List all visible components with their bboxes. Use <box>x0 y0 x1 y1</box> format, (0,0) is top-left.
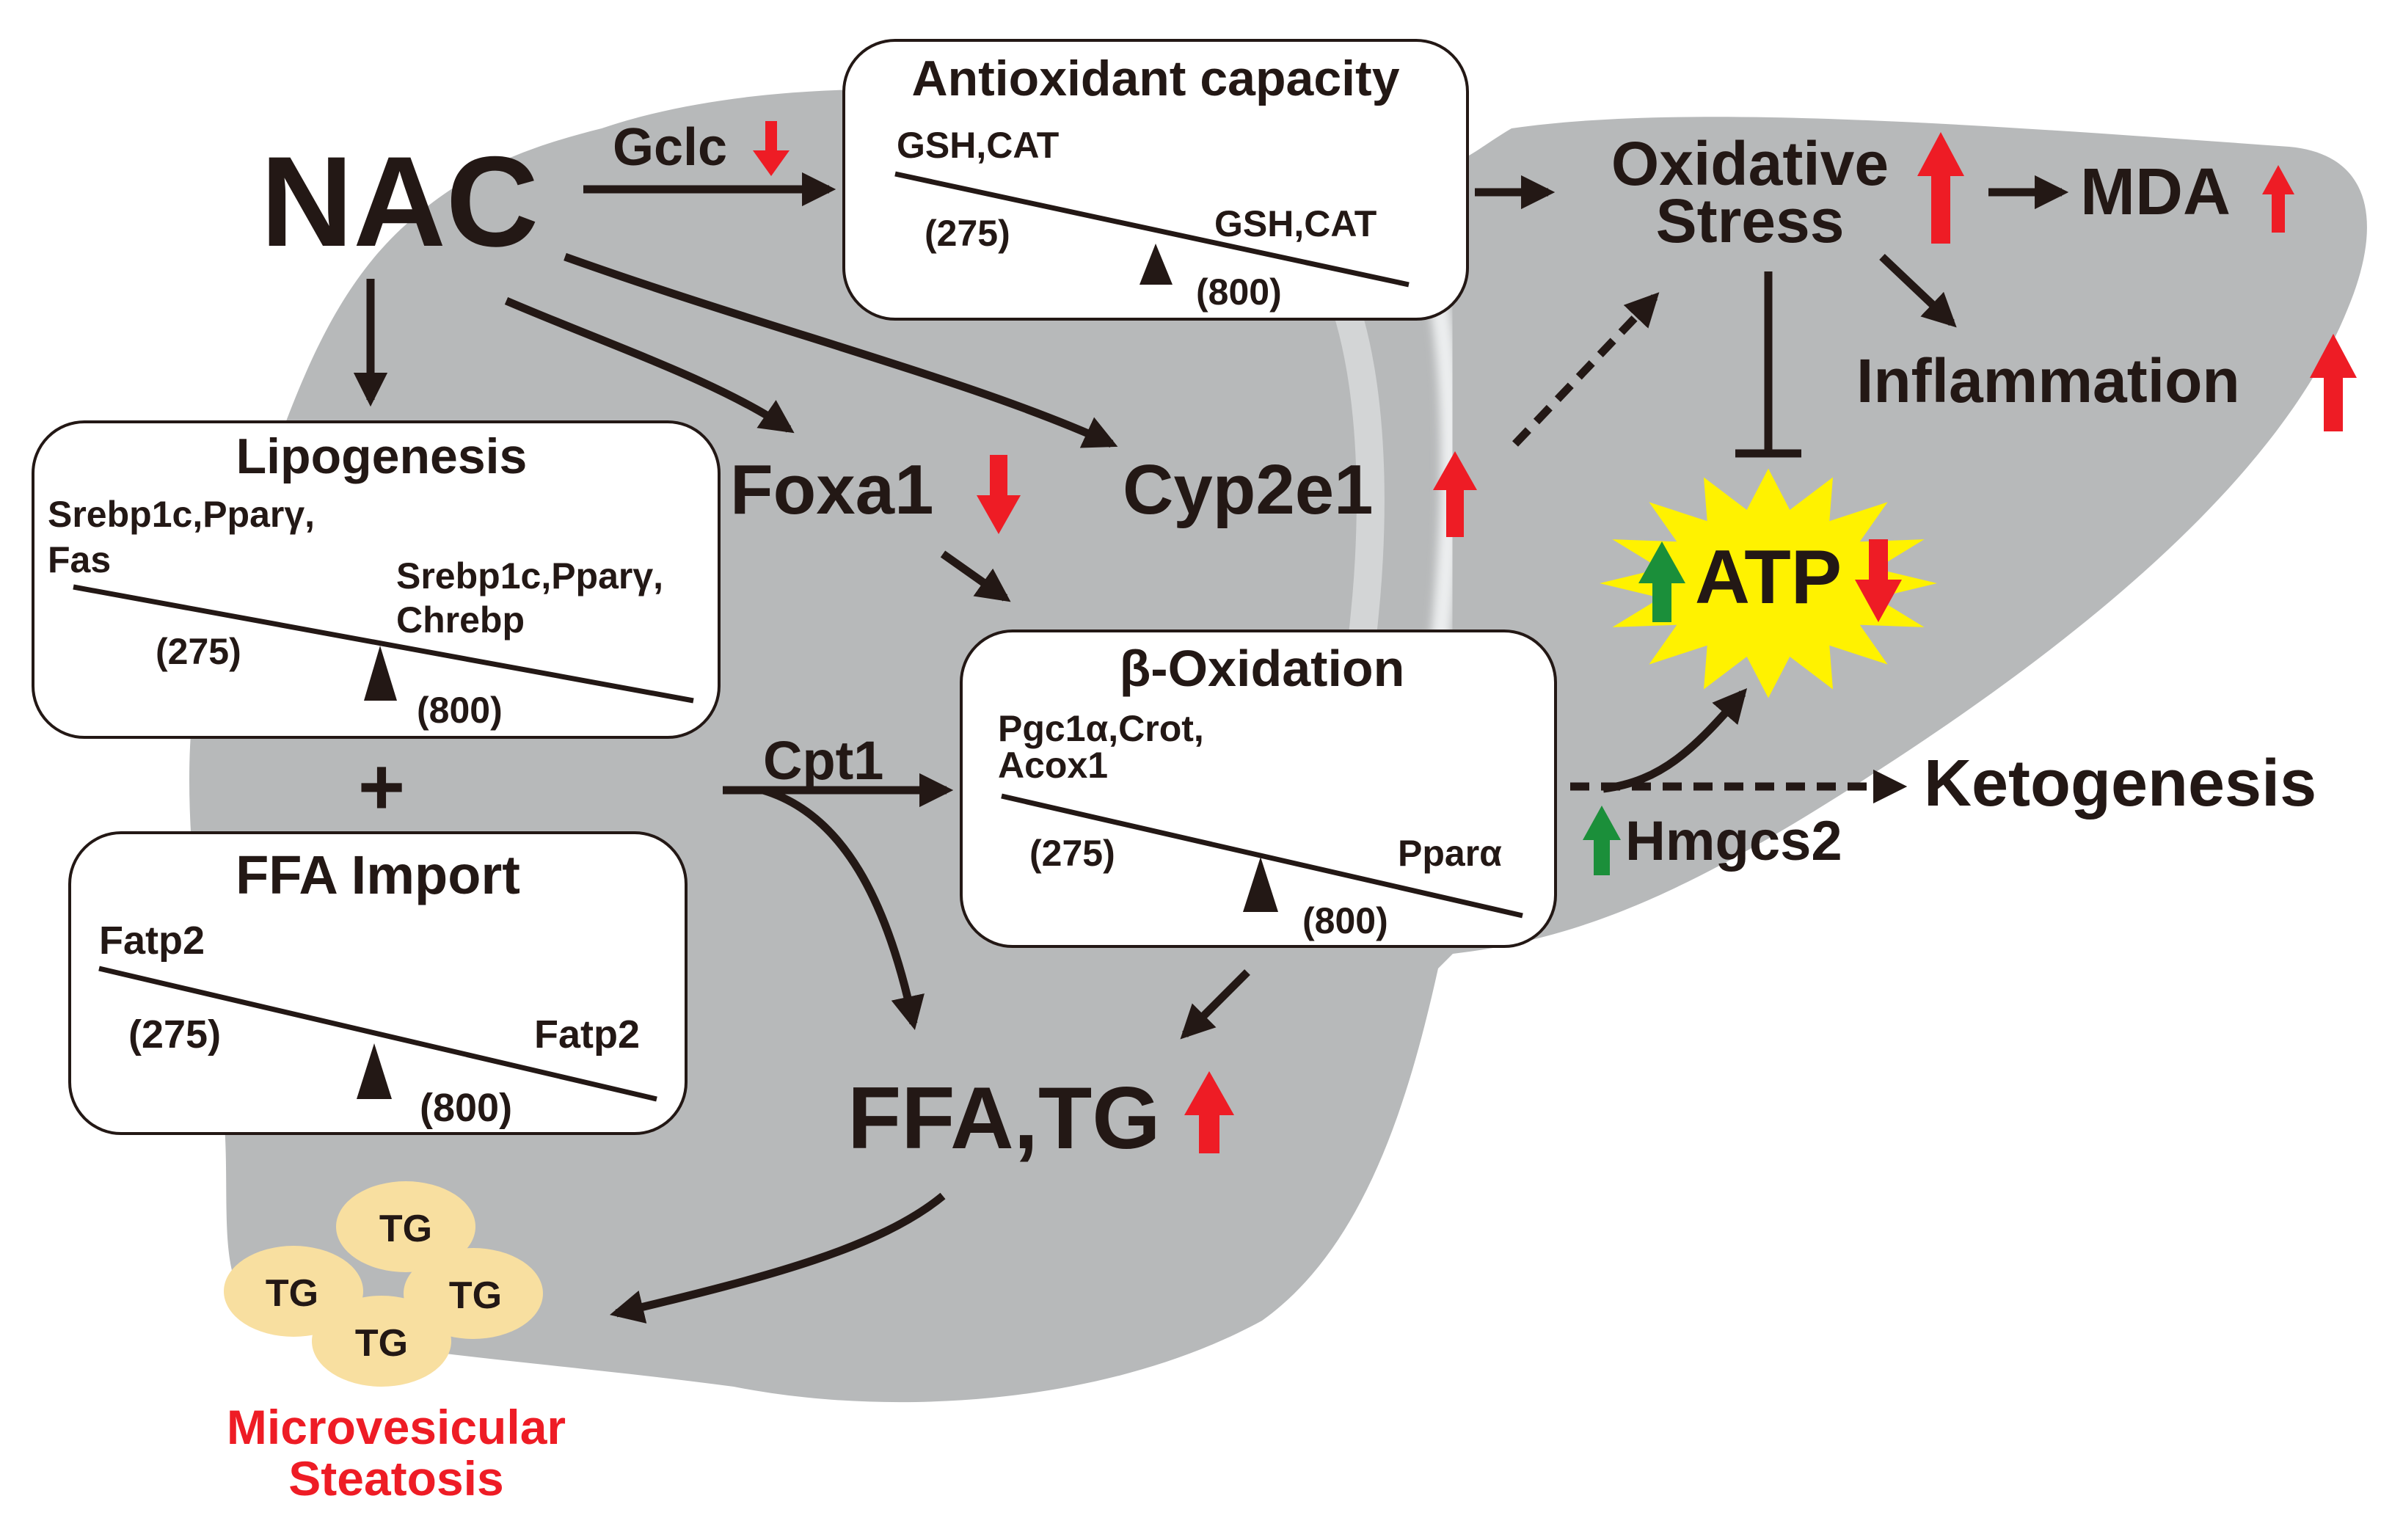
beta-oxidation-left-genes-2: Acox1 <box>998 745 1108 786</box>
ffa-import-fulcrum <box>357 1043 392 1099</box>
oxidative-stress-line1: Oxidative <box>1611 129 1889 198</box>
arrow-ffa-to-steatosis <box>610 1192 946 1324</box>
tg-label-right: TG <box>449 1274 502 1317</box>
hmgcs2-label: Hmgcs2 <box>1625 810 1842 872</box>
cyp2e1-up-arrow <box>1433 451 1477 537</box>
lipogenesis-right-genes-2: Chrebp <box>396 599 525 641</box>
antioxidant-left-genes: GSH,CAT <box>897 125 1059 166</box>
arrow-stress-to-inflammation <box>1879 254 1957 328</box>
antioxidant-dose-800: (800) <box>1196 271 1282 313</box>
tg-label-left: TG <box>266 1272 318 1315</box>
inflammation-label: Inflammation <box>1856 346 2240 415</box>
antioxidant-title: Antioxidant capacity <box>911 51 1399 106</box>
arrow-cpt1-to-ffa <box>762 786 925 1031</box>
arrow-nac-to-foxa1 <box>504 296 795 434</box>
connectors <box>353 172 2069 1324</box>
atp-burst: ATP <box>1600 468 1937 698</box>
tg-droplet-cluster: TG TG TG TG <box>224 1181 543 1387</box>
atp-starburst <box>1600 468 1937 698</box>
cyp2e1-label: Cyp2e1 <box>1123 450 1374 529</box>
lipogenesis-right-genes-1: Srebp1c,Pparγ, <box>396 555 663 596</box>
arrow-cyp2e1-to-stress <box>1512 292 1660 447</box>
steatosis-label-line2: Steatosis <box>288 1451 503 1506</box>
antioxidant-capacity-box: Antioxidant capacity GSH,CAT GSH,CAT (27… <box>842 39 1469 321</box>
lipogenesis-fulcrum <box>364 646 397 701</box>
nac-label: NAC <box>260 131 539 274</box>
ffa-tg-up-arrow <box>1184 1071 1234 1153</box>
atp-down-arrow <box>1855 539 1902 622</box>
tg-droplet-bottom <box>312 1296 451 1387</box>
beta-oxidation-box: β-Oxidation Pgc1α,Crot, Acox1 Pparα (275… <box>960 629 1557 948</box>
ffa-import-box: FFA Import Fatp2 Fatp2 (275) (800) <box>68 831 688 1135</box>
ketogenesis-label: Ketogenesis <box>1924 747 2316 820</box>
ffa-import-dose-275: (275) <box>128 1012 221 1057</box>
antioxidant-right-genes: GSH,CAT <box>1214 203 1377 244</box>
antioxidant-dose-275: (275) <box>925 213 1010 254</box>
oxidative-stress-line2: Stress <box>1656 186 1845 255</box>
lipogenesis-left-genes-2: Fas <box>48 539 111 580</box>
beta-oxidation-left-genes-1: Pgc1α,Crot, <box>998 708 1204 749</box>
gclc-down-arrow <box>753 121 790 176</box>
arrow-foxa1-to-beta-oxidation <box>940 550 1011 602</box>
antioxidant-balance-beam <box>894 171 1410 288</box>
lipogenesis-dose-800: (800) <box>417 690 503 731</box>
beta-oxidation-fulcrum <box>1243 857 1278 912</box>
inflammation-up-arrow <box>2310 334 2357 431</box>
foxa1-down-arrow <box>977 455 1021 534</box>
ffa-import-right-genes: Fatp2 <box>534 1012 640 1057</box>
ffa-import-dose-800: (800) <box>420 1086 512 1130</box>
lipogenesis-title: Lipogenesis <box>236 428 528 484</box>
mda-up-arrow <box>2262 165 2294 233</box>
beta-oxidation-title: β-Oxidation <box>1120 640 1405 697</box>
ffa-import-balance-beam <box>98 966 657 1102</box>
arrow-beta-oxidation-to-ffa <box>1180 969 1250 1040</box>
antioxidant-fulcrum <box>1140 244 1173 285</box>
lipogenesis-box-frame <box>32 420 721 739</box>
ffa-import-left-genes: Fatp2 <box>99 919 205 963</box>
beta-oxidation-balance-beam <box>1001 793 1523 919</box>
ffa-tg-label: FFA,TG <box>847 1069 1161 1167</box>
beta-oxidation-right-genes: Pparα <box>1398 833 1502 874</box>
mda-label: MDA <box>2080 156 2231 229</box>
oxidative-stress-up-arrow <box>1917 132 1964 244</box>
hmgcs2-up-arrow <box>1583 806 1621 875</box>
arrow-nac-to-cyp2e1 <box>564 252 1118 448</box>
foxa1-label: Foxa1 <box>730 450 933 529</box>
atp-label: ATP <box>1695 535 1842 620</box>
tg-droplet-top <box>336 1181 475 1272</box>
atp-up-arrow <box>1638 541 1685 622</box>
tg-label-top: TG <box>379 1208 432 1250</box>
lipogenesis-dose-275: (275) <box>156 631 241 672</box>
tg-label-bottom: TG <box>355 1322 408 1365</box>
gclc-label: Gclc <box>613 118 727 177</box>
antioxidant-box-frame <box>842 39 1469 321</box>
steatosis-label-line1: Microvesicular <box>227 1400 566 1454</box>
lipogenesis-box: Lipogenesis Srebp1c,Pparγ, Fas Srebp1c,P… <box>32 420 721 739</box>
arrow-beta-oxidation-to-atp <box>1602 688 1748 793</box>
cpt1-label: Cpt1 <box>763 730 883 791</box>
plus-sign: + <box>358 742 405 832</box>
ffa-import-box-frame <box>68 831 688 1135</box>
lipogenesis-balance-beam <box>73 584 694 704</box>
beta-oxidation-dose-275: (275) <box>1029 833 1115 874</box>
ffa-import-title: FFA Import <box>236 844 520 905</box>
beta-oxidation-dose-800: (800) <box>1302 900 1388 941</box>
beta-oxidation-box-frame <box>960 629 1557 948</box>
lipogenesis-left-genes-1: Srebp1c,Pparγ, <box>48 494 315 535</box>
